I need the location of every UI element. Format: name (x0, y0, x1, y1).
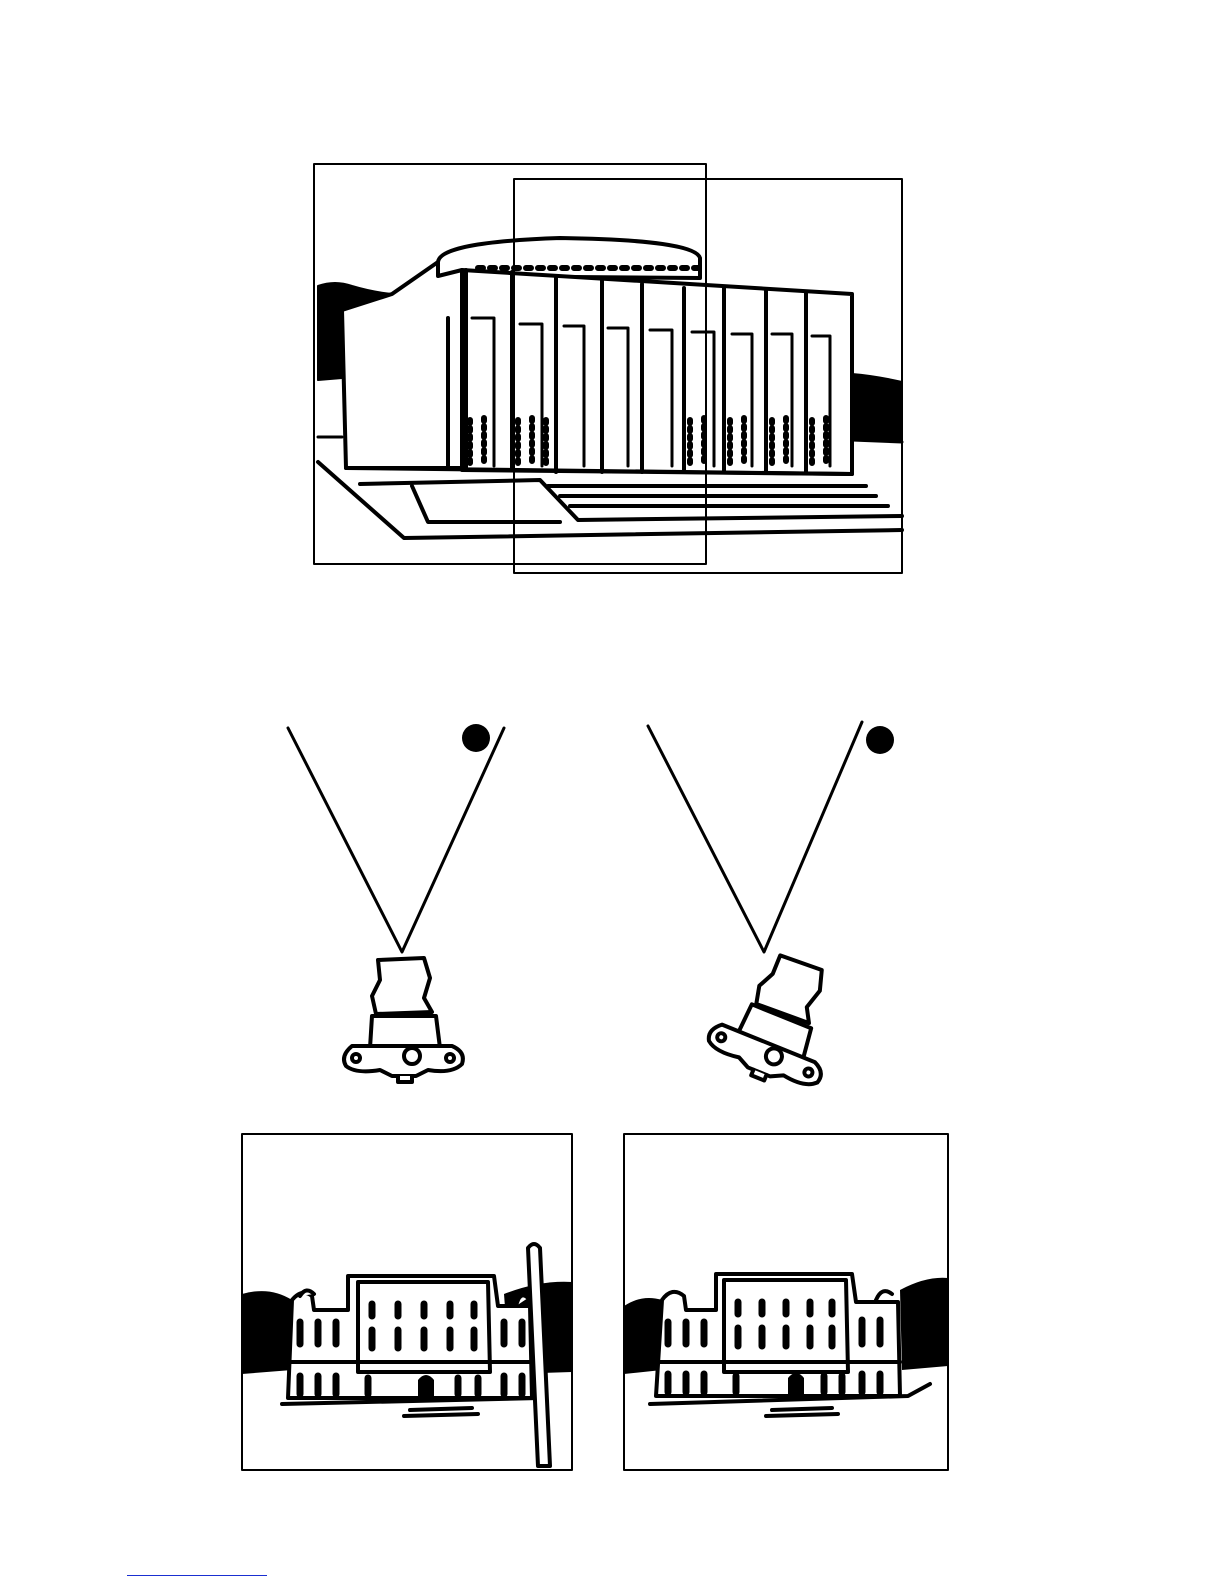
sun-icon-2 (866, 726, 894, 754)
camera-tilted-figure (648, 722, 894, 1100)
field-of-view-lines-right (648, 722, 862, 952)
building-facade (288, 1276, 532, 1398)
pole-obstruction (528, 1244, 550, 1466)
ground-steps (282, 1398, 540, 1416)
page-footer-rule (127, 1575, 267, 1576)
panorama-figure (314, 164, 902, 573)
treeline-right-image-2 (900, 1278, 948, 1370)
sun-icon (462, 724, 490, 752)
entrance-door (418, 1375, 434, 1400)
ground-line-right (852, 440, 902, 442)
treeline-left-image (242, 1291, 292, 1374)
treeline-right (852, 374, 902, 442)
field-of-view-lines-left (288, 728, 504, 952)
result-image-with-pole (242, 1134, 572, 1470)
entrance-door-2 (788, 1373, 804, 1400)
camera-level-figure (288, 724, 504, 1082)
camera-icon-tilted (701, 940, 858, 1100)
camera-icon (344, 958, 463, 1082)
result-image-clean (624, 1134, 948, 1470)
